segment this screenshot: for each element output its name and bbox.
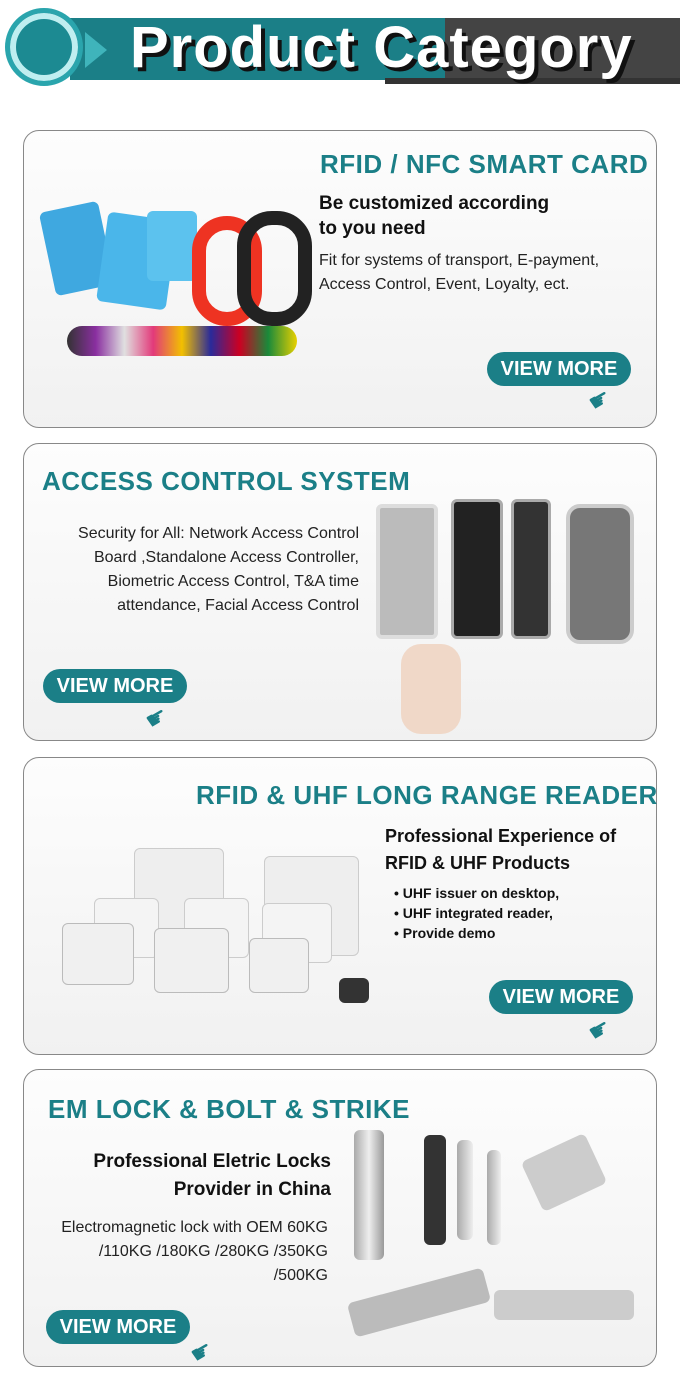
header-banner: Product Category <box>0 0 680 100</box>
view-more-button[interactable]: VIEW MORE <box>46 1310 190 1344</box>
card-subtitle: Professional Experience of RFID & UHF Pr… <box>385 826 617 873</box>
arrow-icon <box>85 32 107 68</box>
view-more-button[interactable]: VIEW MORE <box>489 980 633 1014</box>
smart-card-product-image <box>38 176 312 386</box>
access-control-product-image <box>376 499 656 739</box>
uhf-reader-product-image <box>54 848 394 1028</box>
pointing-hand-icon: ☛ <box>583 1013 616 1048</box>
pointing-hand-icon: ☛ <box>185 1335 218 1370</box>
card-title: EM LOCK & BOLT & STRIKE <box>48 1094 411 1124</box>
banner-teal-bar <box>70 18 450 80</box>
card-rfid-nfc: RFID / NFC SMART CARD Be customized acco… <box>23 130 657 428</box>
card-access-control: ACCESS CONTROL SYSTEM Security for All: … <box>23 443 657 741</box>
feature-item: Provide demo <box>394 923 559 943</box>
view-more-button[interactable]: VIEW MORE <box>487 352 631 386</box>
page-title: Product Category <box>130 15 633 80</box>
pointing-hand-icon: ☛ <box>140 701 173 736</box>
banner-shadow <box>385 78 680 84</box>
feature-item: UHF integrated reader, <box>394 903 559 923</box>
card-title: ACCESS CONTROL SYSTEM <box>42 466 411 496</box>
em-lock-product-image <box>339 1125 639 1350</box>
card-em-lock: EM LOCK & BOLT & STRIKE Professional Ele… <box>23 1069 657 1370</box>
card-text: Fit for systems of transport, E-payment,… <box>319 252 600 293</box>
card-title: RFID / NFC SMART CARD <box>320 149 649 179</box>
card-text: Security for All: Network Access Control… <box>78 525 359 614</box>
card-subtitle: Be customized according to you need <box>319 193 550 239</box>
card-subtitle: Professional Eletric Locks Provider in C… <box>93 1151 331 1200</box>
card-uhf-reader: RFID & UHF LONG RANGE READER Professiona… <box>23 757 657 1055</box>
card-text: Electromagnetic lock with OEM 60KG /110K… <box>61 1219 328 1284</box>
feature-item: UHF issuer on desktop, <box>394 883 559 903</box>
view-more-button[interactable]: VIEW MORE <box>43 669 187 703</box>
pointing-hand-icon: ☛ <box>583 383 616 418</box>
card-title: RFID & UHF LONG RANGE READER <box>196 780 658 810</box>
banner-grey-bar <box>445 18 680 80</box>
ring-logo-icon <box>5 8 83 86</box>
feature-list: UHF issuer on desktop, UHF integrated re… <box>394 883 559 943</box>
